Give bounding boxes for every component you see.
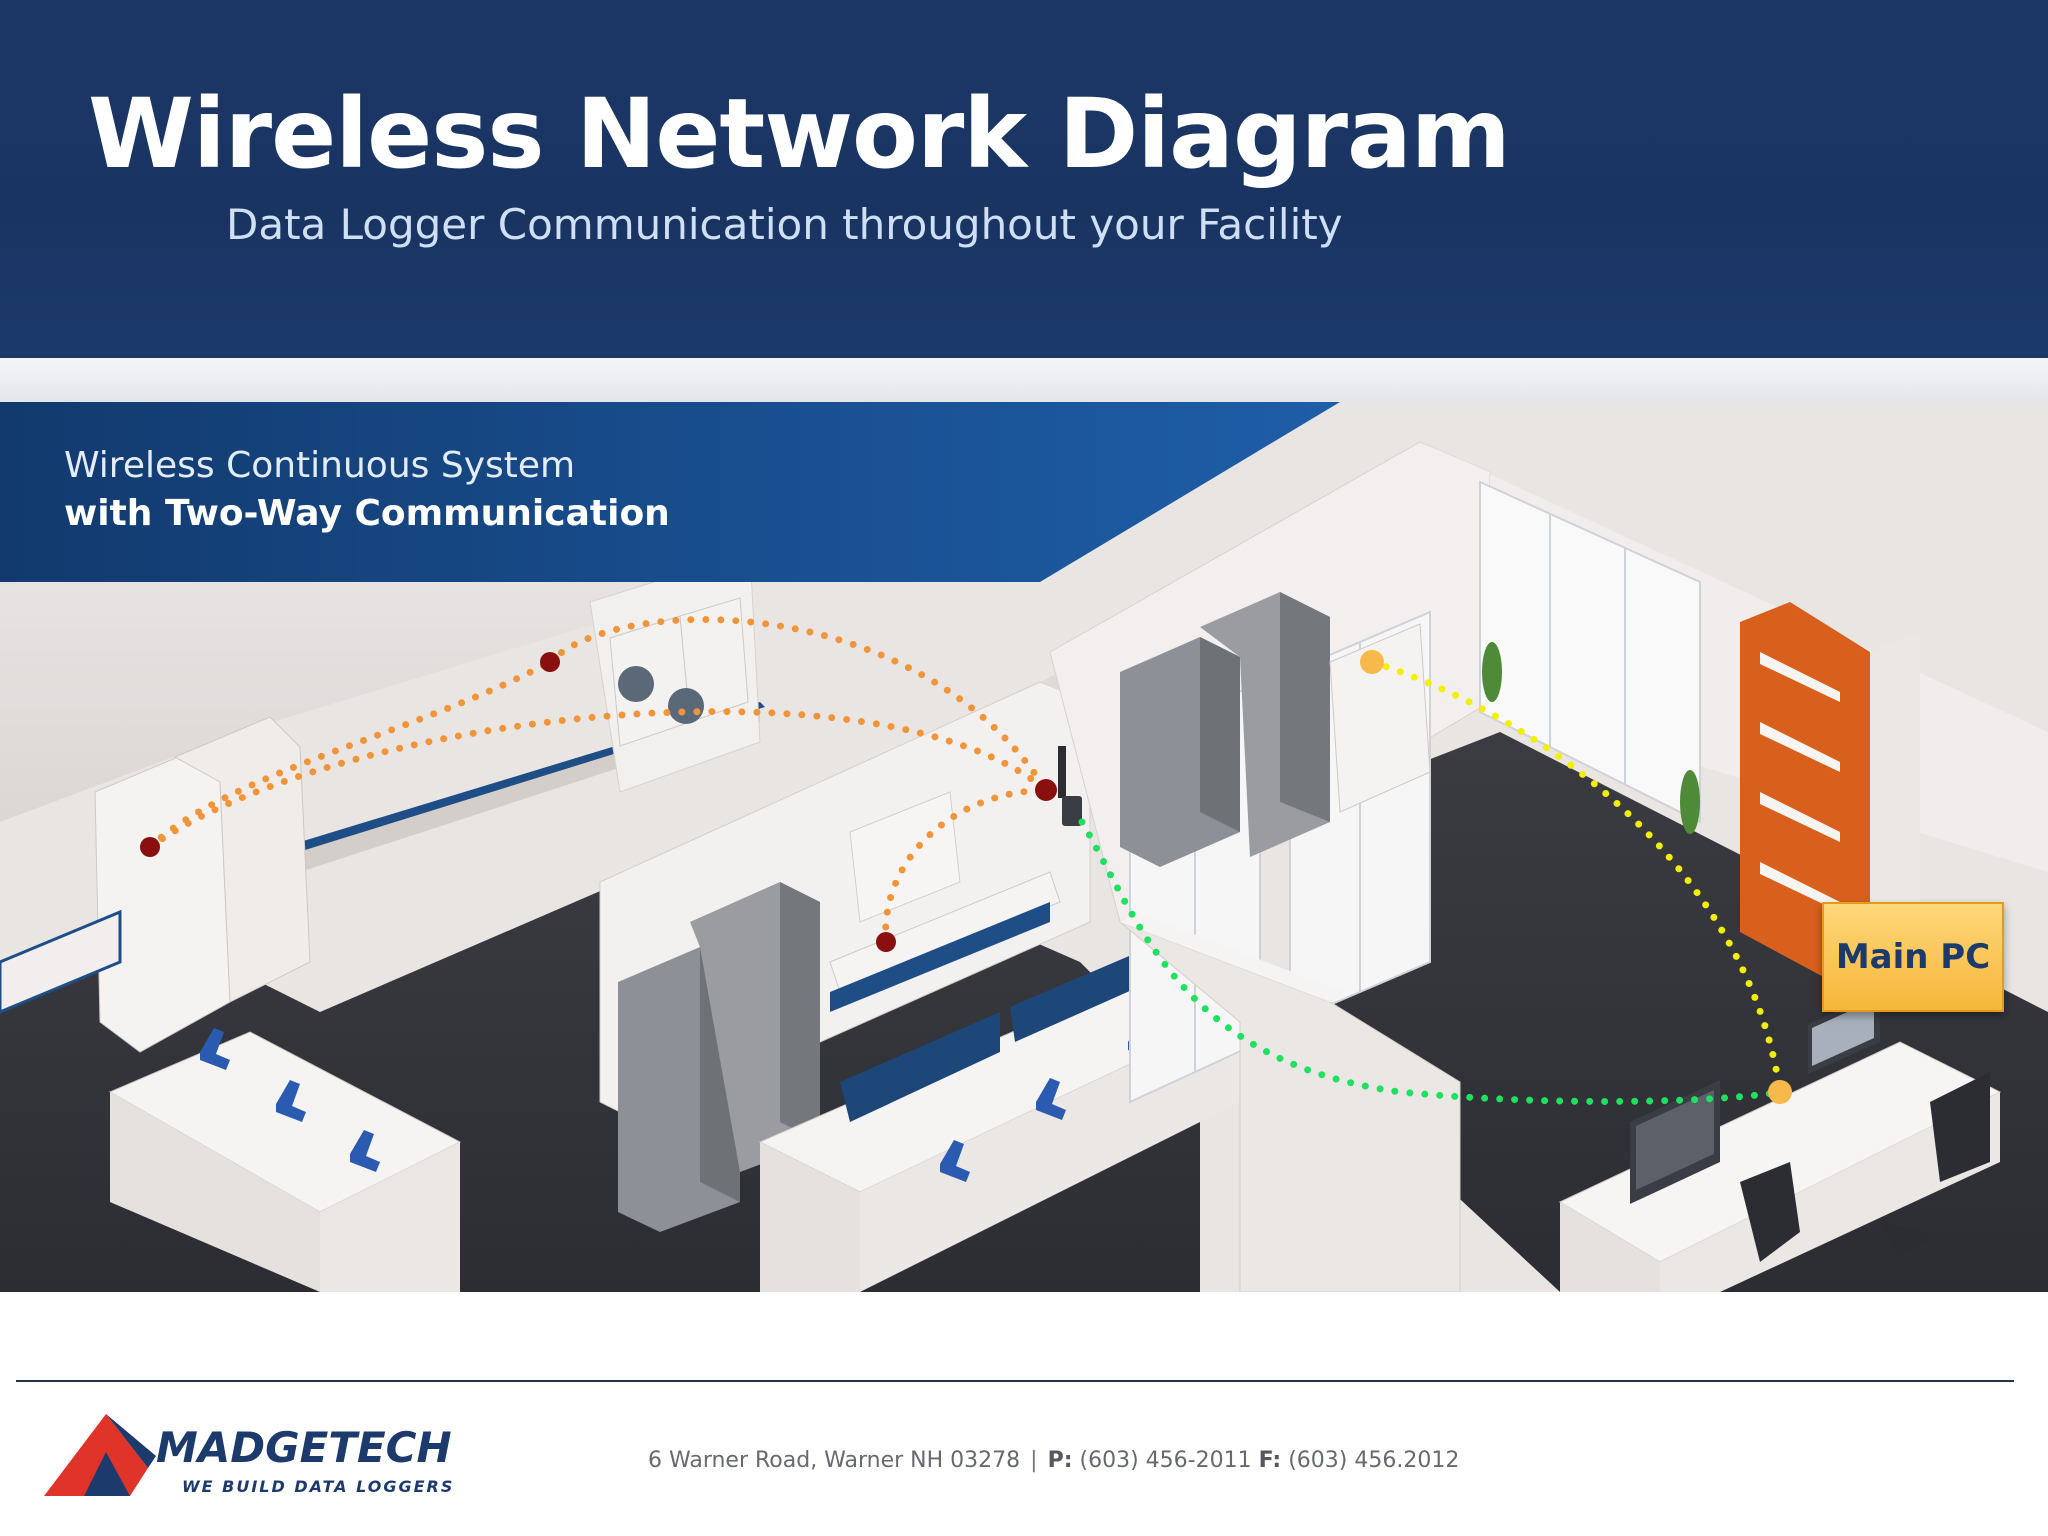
facility-illustration <box>0 402 2048 1292</box>
desk-main-pc <box>1558 1041 2002 1292</box>
logo-company: MADGETECH <box>156 1423 452 1472</box>
main-pc-text: Main PC <box>1835 937 1991 977</box>
logo-triangle-red <box>44 1414 148 1496</box>
refrigerator-left <box>94 716 311 1053</box>
logo-triangle-dark <box>84 1452 130 1496</box>
office-chairs <box>1740 1072 1990 1262</box>
madgetech-logo: MADGETECH WE BUILD DATA LOGGERS <box>44 1414 454 1496</box>
repeater-antenna <box>1058 746 1082 826</box>
storage-cabinets-center <box>618 882 820 1232</box>
logger-node-repeater <box>1035 779 1057 801</box>
plants <box>1482 642 1700 834</box>
caption-banner <box>0 402 1340 582</box>
fax-label: F: <box>1258 1448 1282 1473</box>
divider-band <box>0 358 2048 404</box>
link-logger1-logger2 <box>146 658 554 851</box>
caption-line-2: with Two-Way Communication <box>64 493 670 534</box>
footer-address: 6 Warner Road, Warner NH 03278 | P: (603) … <box>648 1448 1459 1473</box>
link-logger4-repeater <box>882 786 1050 946</box>
communication-links <box>146 616 1784 1105</box>
counter-center-front <box>830 902 1050 1012</box>
gateway-node-pc <box>1768 1080 1792 1104</box>
logger-node-washer <box>540 652 560 672</box>
page-title: Wireless Network Diagram <box>88 78 1511 190</box>
monitors <box>1630 992 1880 1204</box>
logger-nodes <box>140 650 1792 1104</box>
logger-node-refrigerator <box>140 837 160 857</box>
logo-triangle-navy <box>106 1414 156 1468</box>
wall-left-lower <box>0 909 122 1014</box>
logo-tagline: WE BUILD DATA LOGGERS <box>182 1477 454 1496</box>
storage-cabinets-right <box>1120 592 1330 867</box>
fax-number: (603) 456.2012 <box>1288 1448 1460 1473</box>
cabinet-center-wall <box>849 791 961 923</box>
page-subtitle: Data Logger Communication throughout you… <box>226 200 1343 249</box>
counter-right-back <box>1329 623 1431 813</box>
address-separator: | <box>1030 1448 1038 1473</box>
phone-number: (603) 456-2011 <box>1079 1448 1252 1473</box>
link-logger2-repeater <box>546 616 1050 794</box>
caption-line-1: Wireless Continuous System <box>64 445 576 486</box>
scene-caption: Wireless Continuous System with Two-Way … <box>64 448 670 532</box>
phone-label: P: <box>1047 1448 1073 1473</box>
counter-center <box>829 871 1061 993</box>
link-logger1-repeater <box>146 708 1050 851</box>
partition-wall-right-top <box>1120 912 1345 1002</box>
footer-divider <box>16 1380 2014 1382</box>
logger-node-counter <box>876 932 896 952</box>
logger-node-right-room <box>1360 650 1384 674</box>
address-text: 6 Warner Road, Warner NH 03278 <box>648 1448 1021 1473</box>
main-pc-label: Main PC <box>1822 902 2004 1012</box>
title-header: Wireless Network Diagram Data Logger Com… <box>0 0 2048 358</box>
